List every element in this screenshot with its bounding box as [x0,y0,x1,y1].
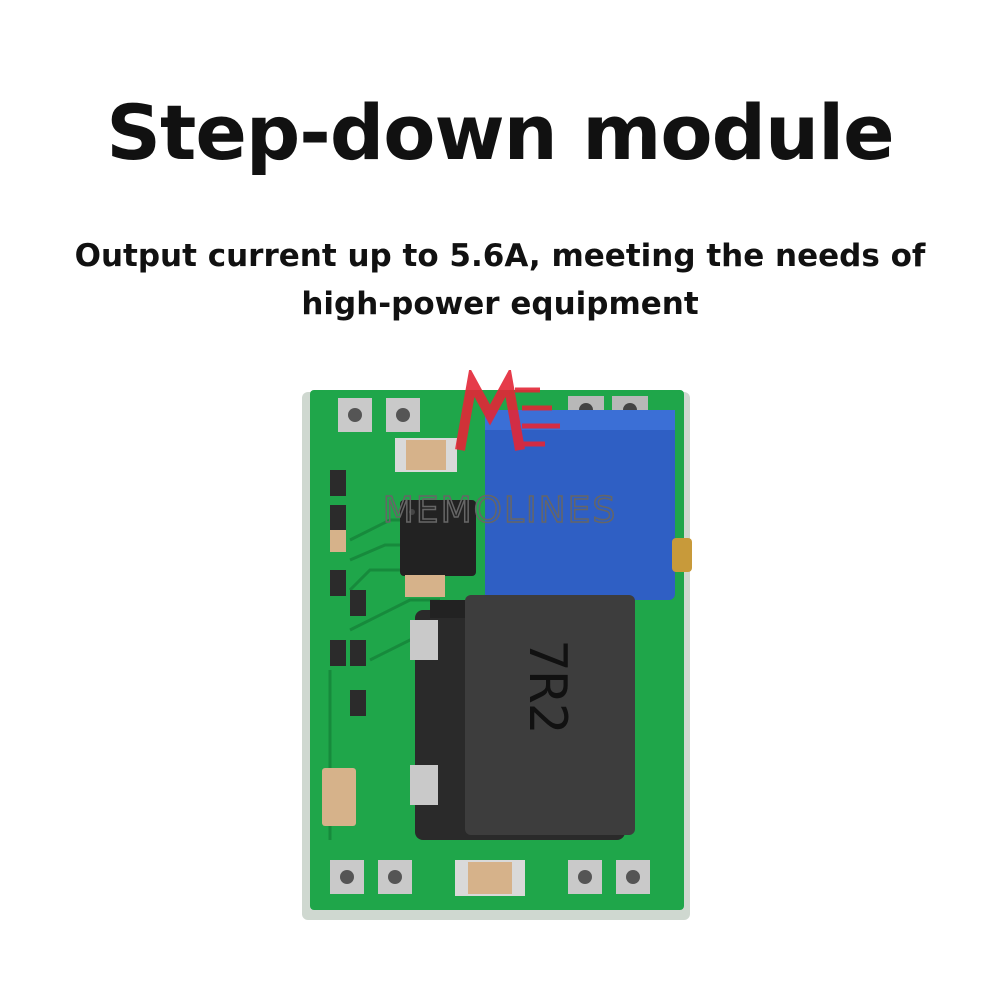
header-pads-bottom [330,860,650,894]
memolines-logo [455,370,560,451]
ic-chip [400,500,476,576]
page-title: Step-down module [106,88,894,177]
smd-capacitors-small [330,530,445,597]
potentiometer-screw [672,538,692,572]
logo-lines [515,387,560,447]
smd-resistors [330,470,366,716]
capacitor-left [322,768,356,826]
inductor-marking: 7R2 [517,640,577,734]
logo-m-shape [455,370,525,451]
page-subtitle: Output current up to 5.6A, meeting the n… [60,232,940,328]
header-pads-top-left [338,398,420,432]
inductor: 7R2 [410,595,635,840]
watermark-text: MEMOLINES [383,490,617,531]
step-down-module-image: 7R2 MEMOLINES [302,370,692,920]
subtitle-line-1: Output current up to 5.6A, meeting the n… [74,238,926,274]
subtitle-line-2: high-power equipment [301,286,699,322]
